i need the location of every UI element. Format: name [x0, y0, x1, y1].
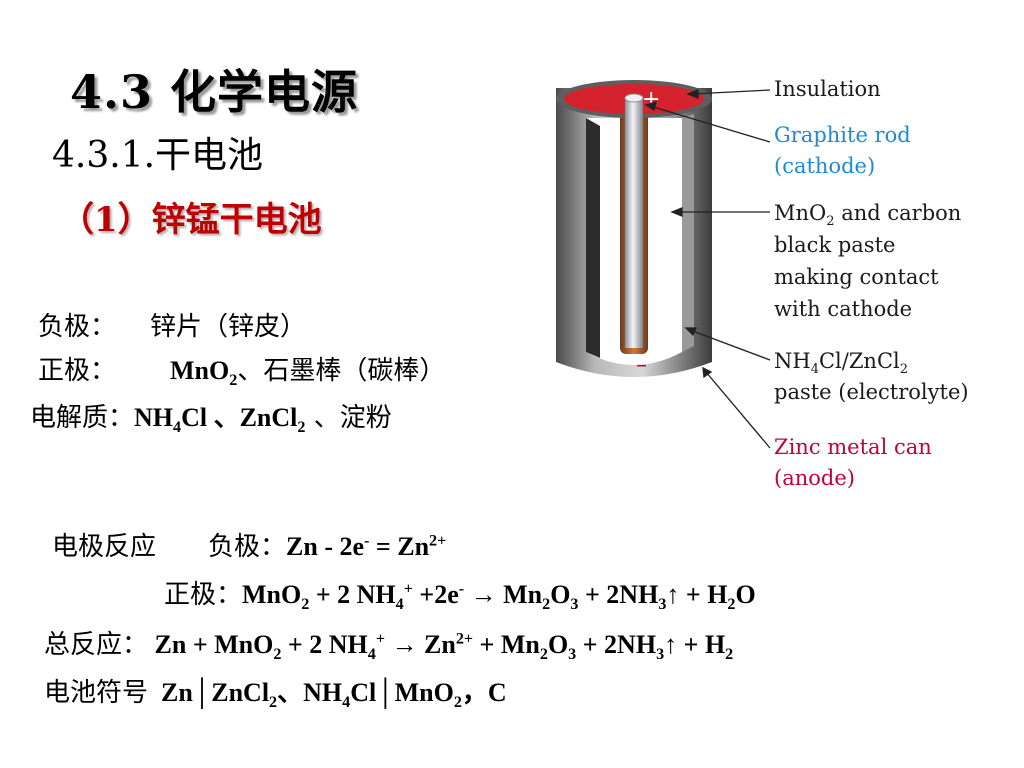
label-electrolyte-1: NH4Cl/ZnCl2 [774, 349, 909, 378]
minus-sign: – [636, 353, 647, 378]
negative-value: 锌片（锌皮） [150, 312, 307, 342]
label-insulation: Insulation [774, 77, 881, 101]
electrolyte-line: 电解质：NH4Cl 、ZnCl2 、淀粉 [30, 403, 392, 437]
electrode-reaction-positive: 正极：MnO2 + 2 NH4+ +2e- → Mn2O3 + 2NH3↑ + … [164, 580, 756, 614]
total-reaction: 总反应： Zn + MnO2 + 2 NH4+ → Zn2+ + Mn2O3 +… [44, 630, 734, 664]
section-subtitle: 4.3.1.干电池 [52, 135, 264, 176]
electrolyte-label: 电解质： [30, 403, 135, 433]
page-title: 4.3 化学电源 [70, 65, 359, 119]
electrode-reaction-label: 电极反应 [52, 532, 157, 562]
label-graphite-rod: Graphite rod [774, 123, 911, 147]
negative-electrode-line: 负极： 锌片（锌皮） [38, 306, 306, 343]
label-mno2-paste-1: MnO2 and carbon [774, 201, 962, 230]
positive-electrode-line: 正极：MnO2、石墨棒（碳棒） [38, 356, 446, 390]
pointer-lines [644, 89, 771, 449]
battery-type-heading: （1）锌锰干电池 [60, 200, 322, 240]
label-mno2-paste-3: making contact [774, 265, 939, 289]
cell-notation: 电池符号 Zn│ZnCl2、NH4Cl│MnO2，C [44, 678, 507, 712]
label-zinc-can: Zinc metal can [774, 435, 932, 459]
label-graphite-cathode: (cathode) [774, 154, 876, 178]
label-mno2-paste-2: black paste [774, 233, 896, 257]
label-electrolyte-2: paste (electrolyte) [774, 380, 969, 404]
negative-label: 负极： [38, 312, 117, 342]
electrode-reaction-negative: 电极反应负极：Zn - 2e- = Zn2+ [52, 532, 447, 562]
total-reaction-label: 总反应： [44, 630, 149, 660]
cell-notation-label: 电池符号 [44, 678, 149, 708]
graphite-rod [625, 98, 643, 348]
positive-label: 正极： [38, 356, 117, 386]
label-zinc-anode: (anode) [774, 466, 855, 490]
label-mno2-paste-4: with cathode [774, 297, 913, 321]
